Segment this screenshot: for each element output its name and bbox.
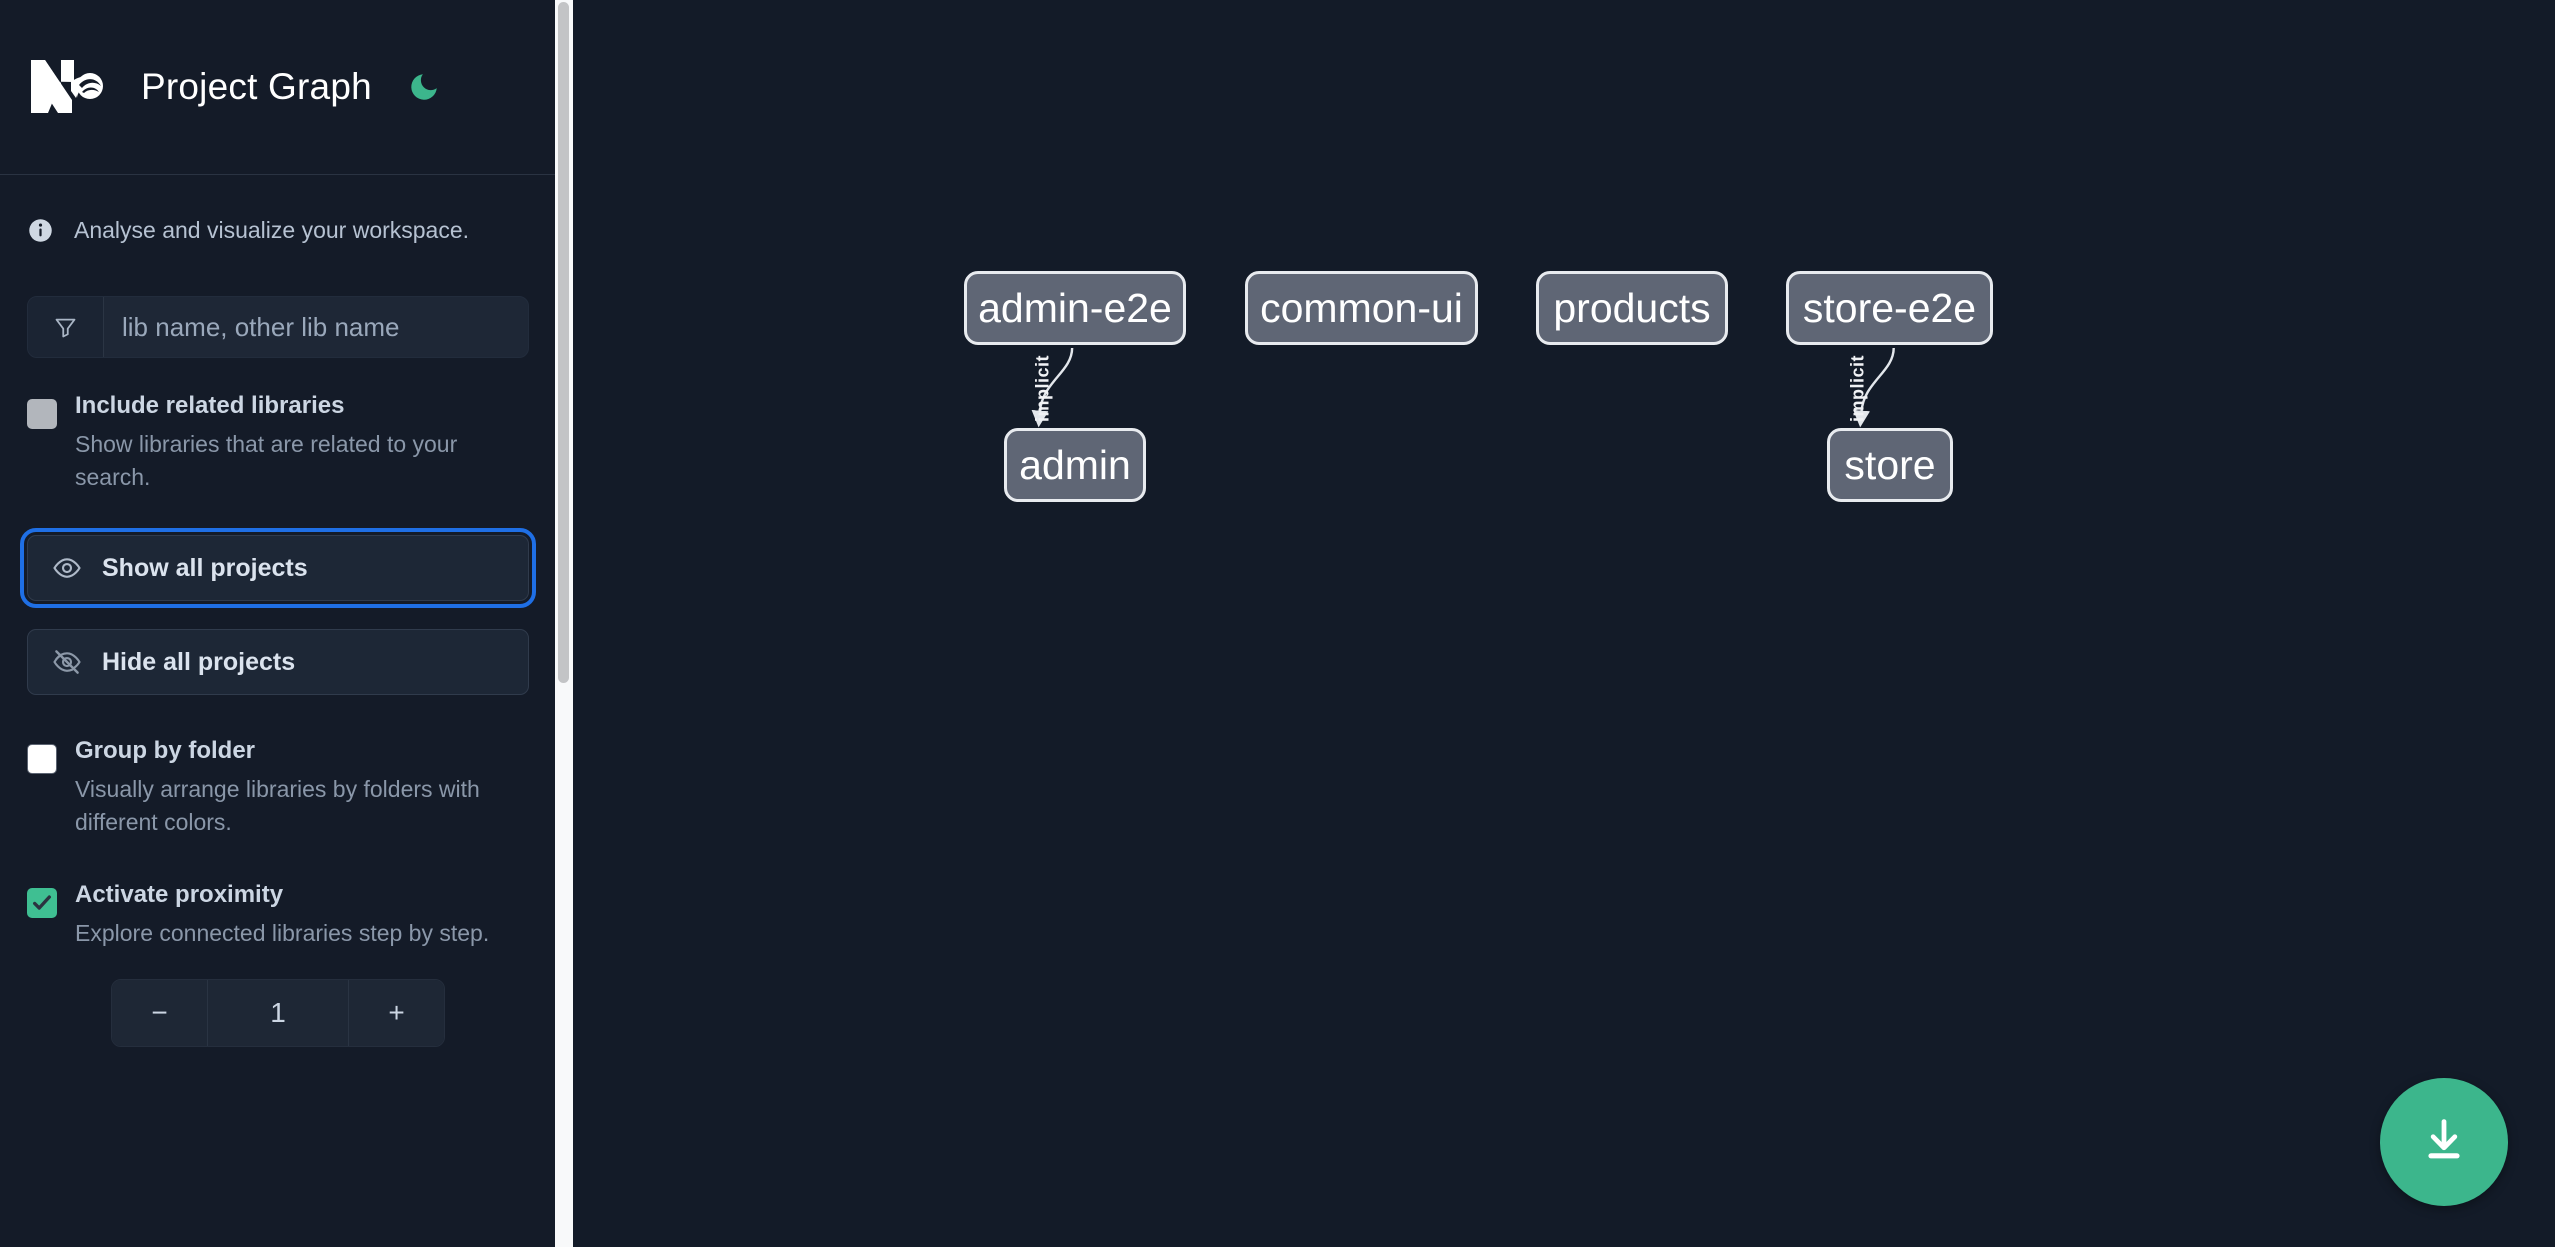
option-description: Show libraries that are related to your … [75, 431, 458, 490]
sidebar-scrollbar-thumb[interactable] [558, 2, 569, 683]
filter-funnel-icon [28, 297, 104, 357]
graph-node-common-ui[interactable]: common-ui [1245, 271, 1478, 345]
workspace-info: Analyse and visualize your workspace. [0, 175, 556, 244]
hide-all-projects-label: Hide all projects [102, 647, 296, 676]
page-title: Project Graph [141, 66, 372, 107]
graph-edges [1031, 347, 1895, 428]
graph-node-store-e2e[interactable]: store-e2e [1786, 271, 1993, 345]
option-description: Explore connected libraries step by step… [75, 919, 490, 946]
graph-node-products[interactable]: products [1536, 271, 1728, 345]
include-related-libraries-checkbox[interactable] [27, 394, 75, 493]
proximity-stepper: − 1 + [0, 979, 556, 1048]
checkbox-box-disabled [27, 399, 57, 429]
sidebar: Project Graph Analyse and visualize your… [0, 0, 556, 1247]
option-label: Activate proximity [75, 880, 284, 908]
option-label: Include related libraries [75, 392, 345, 419]
nx-logo-icon [27, 56, 119, 118]
search-input[interactable] [104, 297, 528, 357]
show-all-projects-label: Show all projects [102, 553, 308, 582]
checkbox-box-unchecked [27, 744, 57, 775]
proximity-value: 1 [208, 980, 348, 1047]
hide-all-projects-wrapper: Hide all projects [0, 629, 556, 696]
download-graph-button[interactable] [2380, 1078, 2508, 1206]
moon-icon[interactable] [402, 65, 446, 109]
sidebar-header: Project Graph [0, 0, 556, 175]
proximity-increment-button[interactable]: + [348, 980, 444, 1047]
option-include-related-libraries[interactable]: Include related libraries Show libraries… [0, 394, 556, 493]
workspace-info-text: Analyse and visualize your workspace. [74, 217, 470, 243]
checkbox-box-checked [27, 887, 57, 918]
show-all-projects-button[interactable]: Show all projects [20, 528, 536, 609]
eye-off-icon [52, 647, 98, 677]
option-label: Group by folder [75, 737, 255, 765]
eye-icon [52, 553, 98, 583]
option-description: Visually arrange libraries by folders wi… [75, 776, 480, 835]
download-icon [2418, 1114, 2470, 1171]
graph-canvas[interactable]: implicit implicit admin-e2e common-ui pr… [556, 0, 2555, 1247]
show-all-projects-wrapper: Show all projects [0, 528, 556, 609]
option-group-by-folder[interactable]: Group by folder Visually arrange librari… [0, 739, 556, 838]
graph-node-store[interactable]: store [1827, 428, 1953, 502]
filter-input-wrapper[interactable] [27, 296, 529, 358]
graph-node-admin[interactable]: admin [1004, 428, 1146, 502]
graph-node-admin-e2e[interactable]: admin-e2e [964, 271, 1186, 345]
group-by-folder-checkbox[interactable] [27, 739, 75, 838]
proximity-decrement-button[interactable]: − [112, 980, 208, 1047]
option-activate-proximity[interactable]: Activate proximity Explore connected lib… [0, 880, 556, 950]
info-icon [27, 217, 54, 244]
hide-all-projects-button[interactable]: Hide all projects [27, 629, 529, 696]
activate-proximity-checkbox[interactable] [27, 883, 75, 950]
